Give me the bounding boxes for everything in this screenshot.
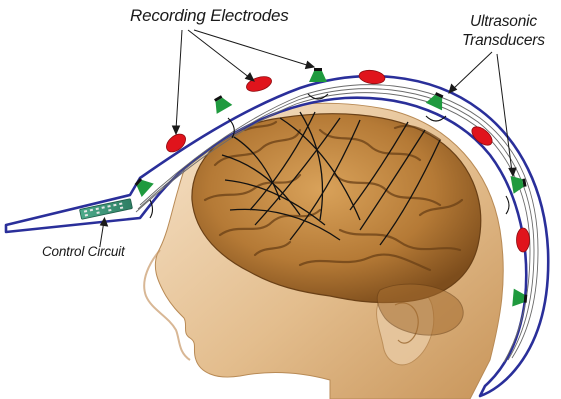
transducer-2 bbox=[210, 93, 233, 114]
recording-electrodes-label: Recording Electrodes bbox=[130, 6, 289, 26]
electrode-5 bbox=[517, 228, 530, 252]
control-circuit-label: Control Circuit bbox=[42, 244, 125, 259]
ultrasonic-transducers-label: Ultrasonic Transducers bbox=[470, 12, 553, 50]
transducer-3 bbox=[309, 68, 327, 82]
ultrasonic-label-line1: Ultrasonic bbox=[470, 13, 537, 30]
ultrasonic-label-line2: Transducers bbox=[462, 31, 545, 50]
